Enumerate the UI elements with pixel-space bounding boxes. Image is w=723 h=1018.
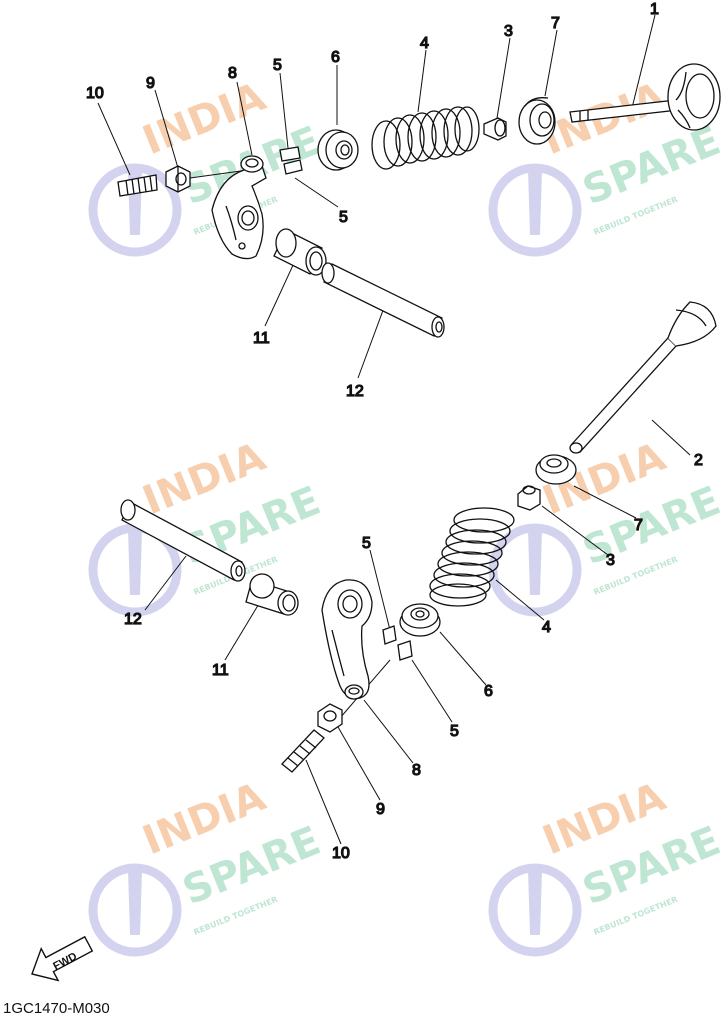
- callout-6: 6: [484, 683, 493, 700]
- wrench-logo-icon: [488, 163, 582, 257]
- callout-12: 12: [346, 383, 364, 400]
- fwd-arrow-icon: [31, 935, 94, 982]
- lower-leader-lines: [144, 419, 691, 845]
- forward-direction-indicator: FWD: [31, 935, 94, 982]
- adjuster-screw: [117, 174, 158, 197]
- wrench-logo-icon: [88, 523, 182, 617]
- upper-leader-lines: [97, 14, 656, 379]
- callout-8: 8: [228, 65, 237, 82]
- valve-cotter-pair: [382, 625, 413, 661]
- callout-3: 3: [504, 23, 513, 40]
- adjuster-screw: [281, 729, 325, 773]
- watermark-middle-right: INDIA SPARE REBUILD TOGETHER: [488, 434, 723, 617]
- rocker-arm: [211, 155, 267, 260]
- intake-valve: [569, 63, 721, 131]
- callout-9: 9: [146, 75, 155, 92]
- rocker-shaft: [321, 262, 445, 338]
- valve-spring-retainer: [317, 129, 359, 171]
- rocker-collar: [245, 573, 299, 616]
- callout-11: 11: [212, 662, 229, 679]
- callout-12: 12: [124, 611, 142, 628]
- valve-cotter-pair: [279, 146, 303, 175]
- exhaust-valve: [569, 301, 717, 454]
- rocker-arm: [321, 579, 373, 700]
- callout-5-bottom: 5: [450, 723, 459, 740]
- locknut: [165, 165, 191, 193]
- callout-11: 11: [253, 330, 270, 347]
- valve-stem-seal: [483, 117, 507, 141]
- callout-5-top: 5: [273, 57, 282, 74]
- valve-spring: [371, 106, 480, 170]
- rocker-collar: [273, 228, 327, 276]
- callout-2: 2: [694, 452, 703, 469]
- upper-assembly: 1 7 3 4 6 5 5 8 9 10 11 12: [85, 0, 721, 401]
- diagram-code: 1GC1470-M030: [3, 1000, 110, 1017]
- callout-5-top: 5: [362, 535, 371, 552]
- locknut: [317, 703, 343, 733]
- callout-10: 10: [86, 85, 104, 102]
- callout-10: 10: [332, 845, 350, 862]
- callout-8: 8: [412, 762, 421, 779]
- callout-5-bottom: 5: [339, 209, 348, 226]
- valve-spring-seat: [518, 97, 556, 145]
- wrench-logo-icon: [88, 863, 182, 957]
- watermark-bottom-right: INDIA SPARE REBUILD TOGETHER: [488, 774, 723, 957]
- callout-6: 6: [331, 49, 340, 66]
- callout-9: 9: [376, 801, 385, 818]
- wrench-logo-icon: [488, 863, 582, 957]
- callout-4: 4: [542, 619, 551, 636]
- callout-7: 7: [634, 517, 643, 534]
- callout-1: 1: [650, 1, 659, 18]
- rocker-shaft: [120, 499, 246, 582]
- valve-stem-seal: [517, 485, 541, 511]
- valve-spring-retainer: [399, 603, 441, 637]
- callout-7: 7: [551, 15, 560, 32]
- valve-spring-seat: [535, 454, 577, 485]
- lower-assembly: 2 7 3 4 6 5 5 8 9 10 11 12: [120, 301, 717, 863]
- watermark-bottom-left: INDIA SPARE REBUILD TOGETHER: [88, 774, 327, 957]
- callout-4: 4: [420, 35, 429, 52]
- valve-spring: [429, 507, 515, 607]
- callout-3: 3: [606, 552, 615, 569]
